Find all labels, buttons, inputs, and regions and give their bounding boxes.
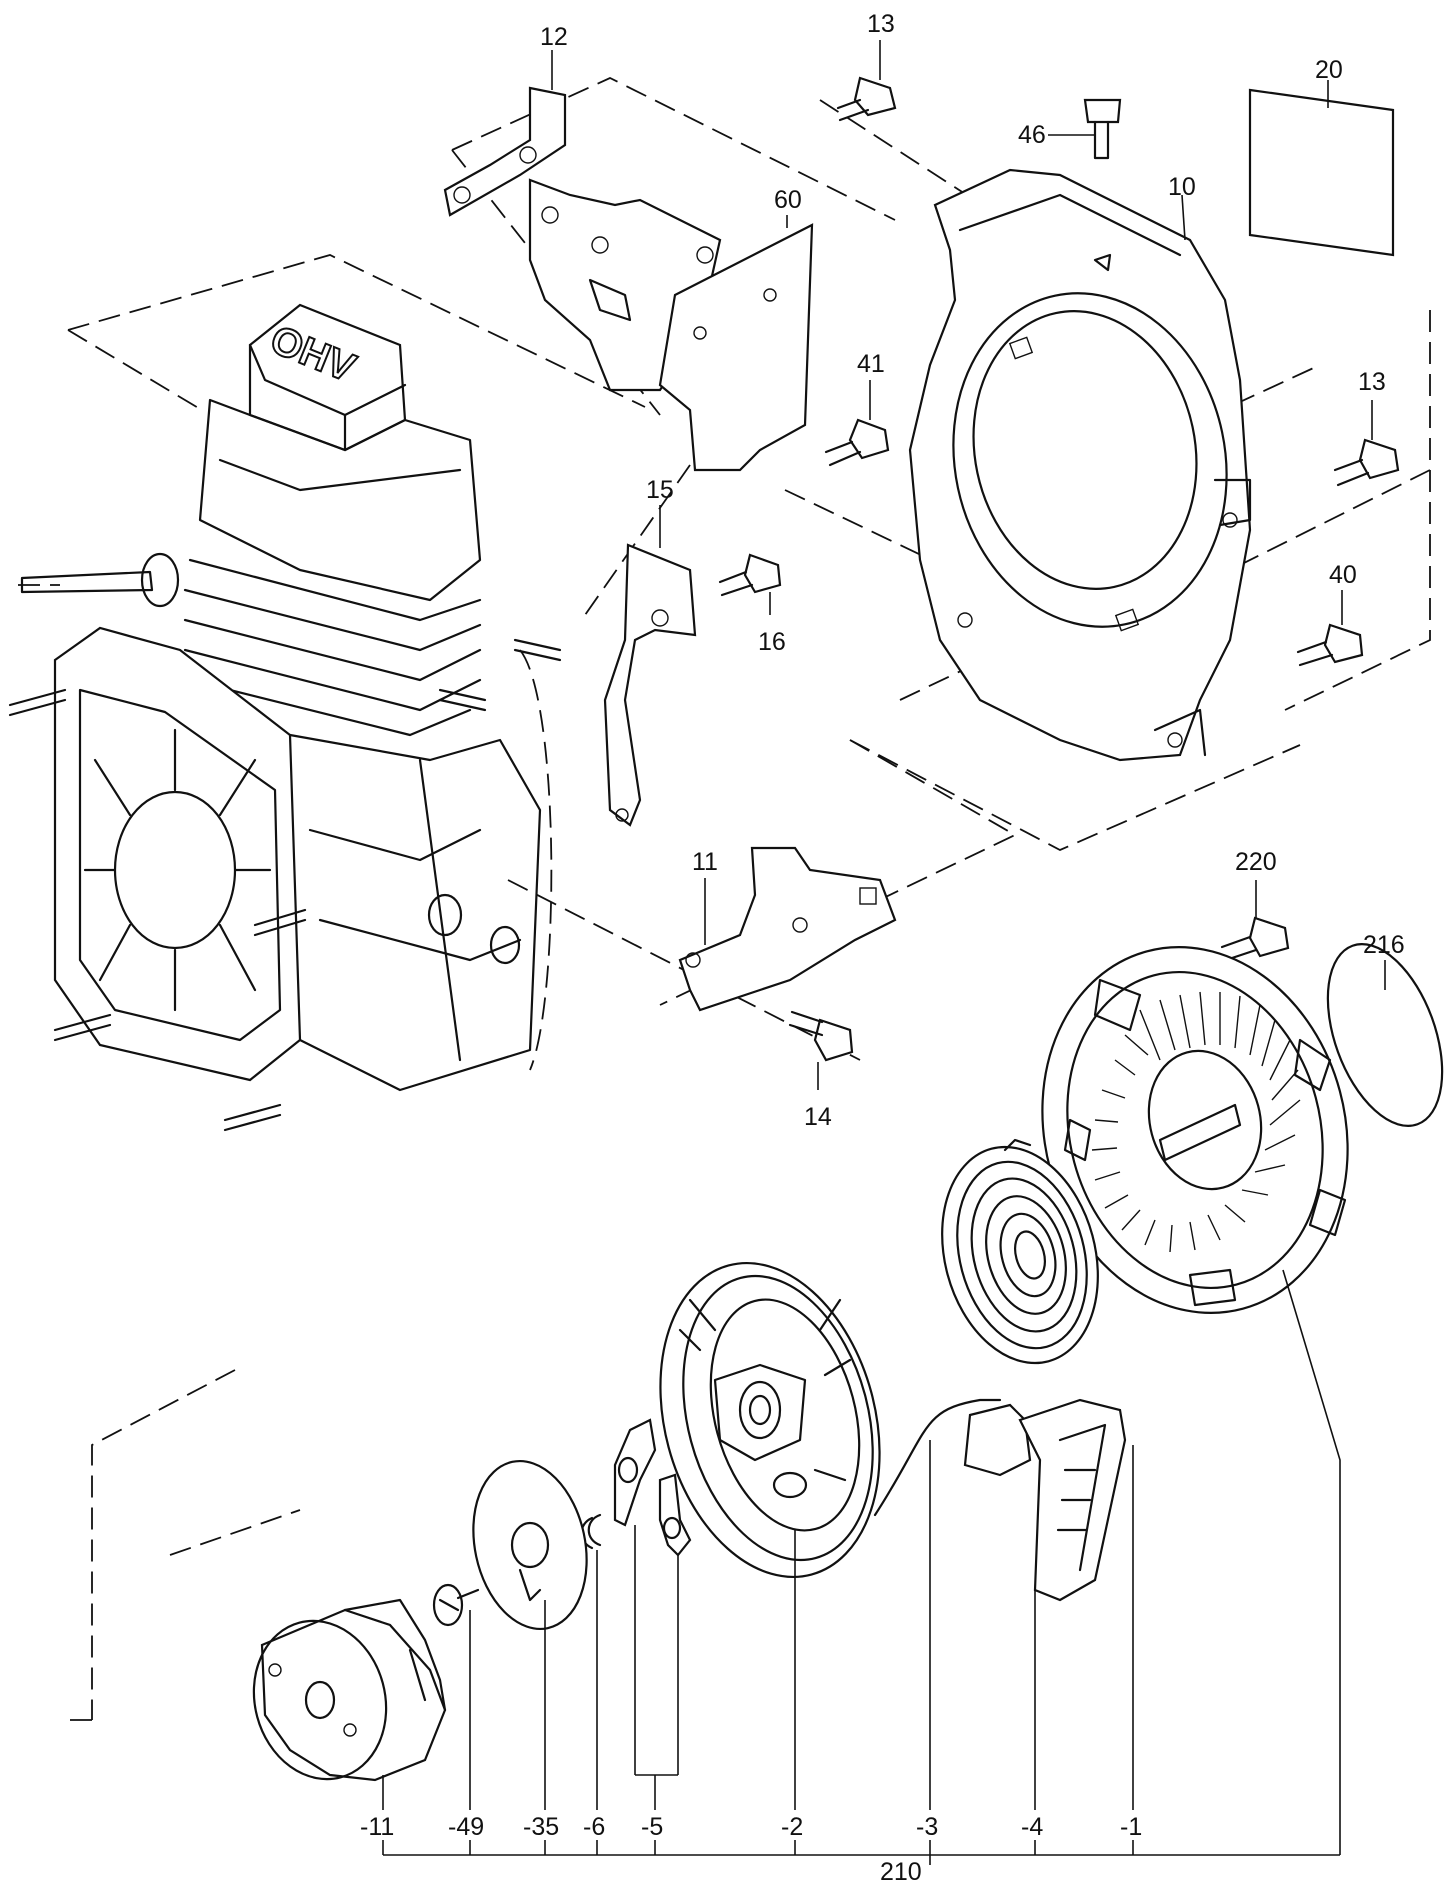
handle-4 [963,1398,1127,1602]
bolt-41 [824,418,890,467]
callout-12: 12 [540,23,568,51]
screw-49 [432,1583,480,1627]
callout-minus-49: -49 [448,1813,484,1841]
callout-210: 210 [880,1858,922,1883]
callout-minus-35: -35 [523,1813,559,1841]
callout-14: 14 [804,1103,832,1131]
starter-case-1 [1041,946,1349,1314]
label-plate-20 [1248,88,1395,257]
callout-16: 16 [758,628,786,656]
callout-40: 40 [1329,561,1357,589]
bolt-46 [1083,98,1122,160]
pawls-5 [613,1418,692,1557]
reel-2 [659,1261,1002,1579]
bracket-12 [443,86,567,217]
bolt-13-right [1333,438,1400,487]
callout-labels: 12 13 20 46 10 60 41 13 15 16 40 11 14 2… [360,10,1405,1883]
engine-block: OHV [8,303,562,1132]
bracket-11 [678,846,897,1012]
callout-60: 60 [774,186,802,214]
leader-lines [382,40,1386,1865]
callout-13-top: 13 [867,10,895,38]
callout-minus-2: -2 [781,1813,803,1841]
fan-shroud-10 [908,168,1252,762]
bolt-16 [718,553,782,597]
callout-minus-3: -3 [916,1813,938,1841]
bolt-40 [1296,623,1364,667]
callout-10: 10 [1168,173,1196,201]
callout-minus-5: -5 [641,1813,663,1841]
callout-41: 41 [857,350,885,378]
callout-minus-4: -4 [1021,1813,1043,1841]
callout-minus-1: -1 [1120,1813,1142,1841]
callout-minus-6: -6 [583,1813,605,1841]
disc-216 [1326,943,1444,1127]
plate-60 [658,223,814,472]
callout-11: 11 [692,848,718,876]
callout-20: 20 [1315,56,1343,84]
bolt-220 [1220,916,1290,962]
callout-46: 46 [1018,121,1046,149]
callout-13-right: 13 [1358,368,1386,396]
bolt-13-top [836,76,897,122]
callout-minus-11: -11 [360,1813,394,1841]
starter-cup-11 [252,1598,447,1782]
callout-220: 220 [1235,848,1277,876]
bolt-14 [788,1010,854,1062]
spring-3 [941,1138,1099,1365]
link-15 [603,543,697,827]
friction-plate-35 [472,1459,588,1631]
starter-case-fins [1091,991,1301,1253]
callout-216: 216 [1363,931,1405,959]
callout-15: 15 [646,476,674,504]
